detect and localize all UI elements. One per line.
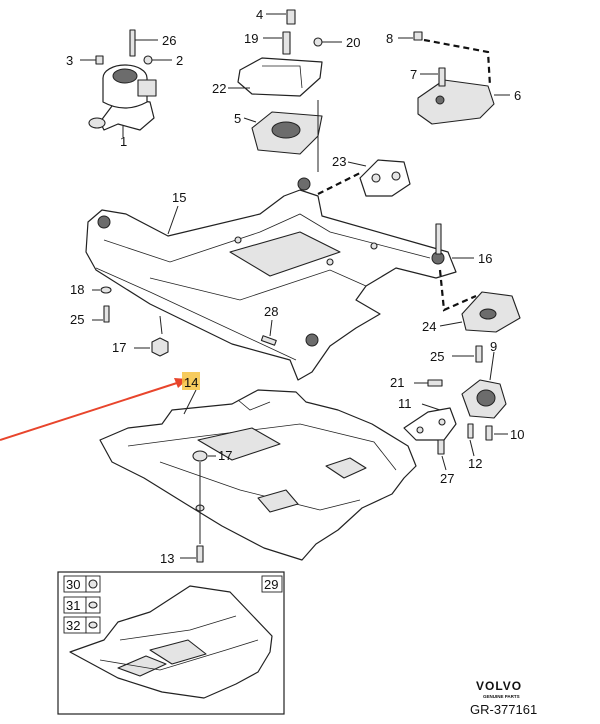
callout-12: 12 (468, 456, 482, 471)
callout-31: 31 (66, 598, 80, 613)
callout-26: 26 (162, 33, 176, 48)
bolt-part-4 (266, 9, 296, 25)
nut-part-2 (143, 55, 172, 65)
callout-8: 8 (386, 31, 393, 46)
washer-part-18 (92, 286, 112, 294)
genuine-parts-tagline: GENUINE PARTS (483, 694, 520, 699)
bolt-part-12 (467, 423, 475, 457)
bolt-part-13 (180, 545, 204, 563)
callout-21: 21 (390, 375, 404, 390)
callout-2: 2 (176, 53, 183, 68)
dashed-link-24 (438, 269, 477, 312)
bolt-part-19 (263, 31, 291, 55)
callout-1: 1 (120, 134, 127, 149)
stud-part-16 (435, 223, 442, 255)
bolt-part-7 (420, 67, 446, 87)
callout-19: 19 (244, 31, 258, 46)
figure-code: GR-377161 (470, 702, 537, 717)
callout-7: 7 (410, 67, 417, 82)
callout-9: 9 (490, 339, 497, 354)
callout-18: 18 (70, 282, 84, 297)
nut-part-20 (313, 37, 342, 47)
volvo-logo: VOLVO (476, 679, 522, 693)
splash-guard-part-14 (99, 389, 417, 561)
bolt-part-25-right (452, 345, 483, 363)
callout-29: 29 (264, 577, 278, 592)
callout-32: 32 (66, 618, 80, 633)
callout-17-left: 17 (112, 340, 126, 355)
nut-part-17-center (192, 450, 216, 544)
torque-rod-part-9 (461, 351, 507, 419)
mount-part-24 (439, 291, 521, 333)
mount-part-6 (417, 79, 510, 125)
pin-part-28 (260, 319, 277, 346)
callout-4: 4 (256, 7, 263, 22)
callout-22: 22 (212, 81, 226, 96)
bolt-part-25-left (92, 305, 110, 323)
callout-6: 6 (514, 88, 521, 103)
bracket-part-11 (403, 403, 457, 441)
bolt-part-10 (485, 425, 508, 441)
bolt-part-27 (437, 439, 447, 471)
callout-16: 16 (478, 251, 492, 266)
callout-25-right: 25 (430, 349, 444, 364)
stud-part-26 (129, 29, 158, 57)
callout-24: 24 (422, 319, 436, 334)
callout-13: 13 (160, 551, 174, 566)
dashed-link-6 (423, 38, 492, 87)
dashed-link-23 (317, 171, 363, 195)
callout-11: 11 (398, 396, 412, 411)
bracket-part-22 (228, 57, 323, 97)
bolt-part-3 (80, 55, 104, 65)
callout-17-center: 17 (218, 448, 232, 463)
callout-25-left: 25 (70, 312, 84, 327)
callout-15: 15 (172, 190, 186, 205)
bolt-part-21 (414, 379, 443, 387)
bracket-part-23 (347, 159, 411, 197)
callout-3: 3 (66, 53, 73, 68)
callout-28: 28 (264, 304, 278, 319)
callout-14-on-highlight: 14 (184, 375, 198, 390)
volvo-branding: VOLVO GENUINE PARTS GR-377161 (470, 679, 537, 717)
callout-20: 20 (346, 35, 360, 50)
bolt-part-8 (398, 31, 423, 41)
subframe-part-15 (85, 177, 474, 381)
inset-box (57, 571, 285, 715)
mount-part-5 (243, 100, 323, 172)
callout-10: 10 (510, 427, 524, 442)
callout-23: 23 (332, 154, 346, 169)
nut-part-17-left (134, 315, 169, 357)
callout-5: 5 (234, 111, 241, 126)
callout-27: 27 (440, 471, 454, 486)
callout-14-highlight (182, 372, 200, 390)
engine-mount-part-1 (88, 64, 157, 137)
callout-30: 30 (66, 577, 80, 592)
